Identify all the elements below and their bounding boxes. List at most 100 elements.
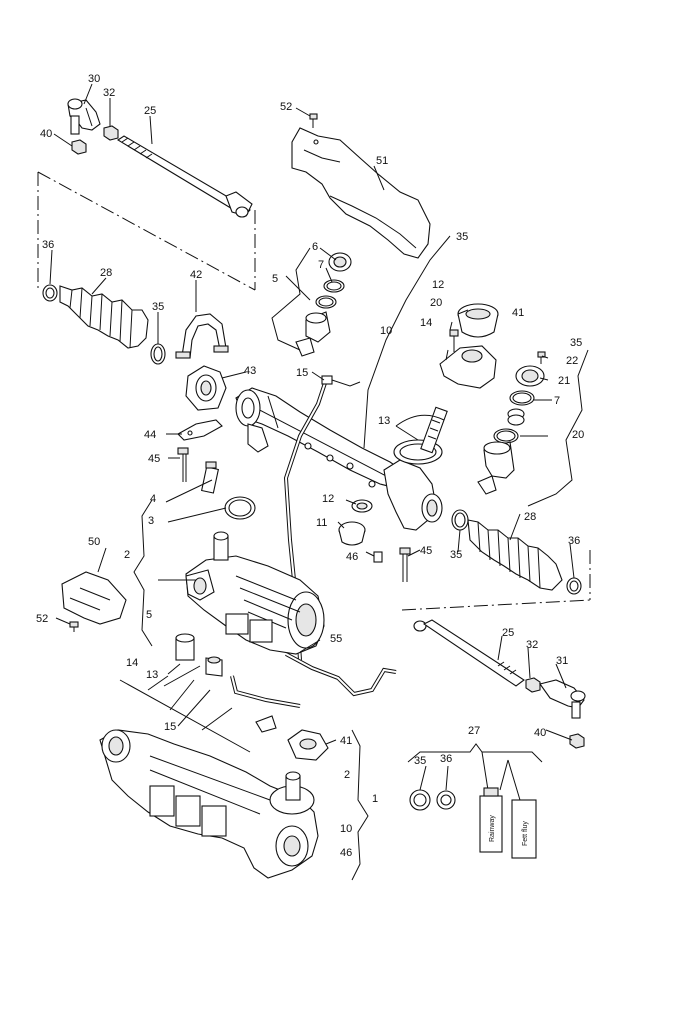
callout-35-kit: 35 [414, 755, 426, 767]
bolt-45-left-icon [177, 447, 189, 482]
callout-1: 1 [372, 793, 378, 805]
callout-28: 28 [100, 267, 112, 279]
callout-25-right: 25 [502, 627, 514, 639]
clamp-35-left-icon [150, 343, 166, 365]
callout-7-right: 7 [554, 395, 560, 407]
callout-3: 3 [148, 515, 154, 527]
cap-6-icon [328, 252, 352, 272]
ring-21-icon [515, 365, 545, 387]
bracket-line-14-15 [119, 675, 251, 753]
callout-41: 41 [512, 307, 524, 319]
callout-46: 46 [346, 551, 358, 563]
callout-31: 31 [556, 655, 568, 667]
callout-36-kit: 36 [440, 753, 452, 765]
bolt-52-bottom-icon [69, 621, 79, 632]
cap-end-left-icon [295, 337, 315, 357]
callout-15-lower: 15 [164, 721, 176, 733]
callout-10-lower: 10 [340, 823, 352, 835]
callout-28-right: 28 [524, 511, 536, 523]
callout-10: 10 [380, 325, 392, 337]
grease-bottle-icon: Fett fluy [511, 799, 537, 859]
bolt-52-top-icon [309, 113, 318, 128]
piston-5-icon [305, 311, 331, 343]
seal-12-icon [351, 499, 373, 513]
callout-36-right: 36 [568, 535, 580, 547]
clamp-36-kit-icon [436, 790, 456, 810]
o-ring-3-icon [224, 496, 256, 520]
dash-dot-line-right [401, 550, 591, 611]
callout-30: 30 [88, 73, 100, 85]
cap-11-icon [338, 521, 366, 546]
grease-tube-icon: Rainway [479, 787, 503, 853]
servo-valve-housing-icon [185, 555, 325, 655]
clip-icon [255, 715, 277, 733]
cap-41-icon [457, 303, 499, 338]
callout-35-left: 35 [152, 301, 164, 313]
heat-shield-icon [291, 127, 431, 259]
callout-45: 45 [148, 453, 160, 465]
cover-50-icon [61, 571, 127, 625]
callout-6: 6 [312, 241, 318, 253]
callout-55: 55 [330, 633, 342, 645]
callout-12: 12 [432, 279, 444, 291]
bellows-boot-left-icon [59, 285, 149, 349]
callout-36: 36 [42, 239, 54, 251]
callout-22: 22 [566, 355, 578, 367]
mount-bracket-43-icon [185, 365, 227, 411]
callout-35: 35 [456, 231, 468, 243]
tie-rod-left-icon [116, 135, 253, 218]
o-ring-7-right-icon [509, 390, 535, 406]
callout-2-lower: 2 [344, 769, 350, 781]
nut-32-right-icon [525, 677, 541, 693]
valve-housing-cover-icon [439, 345, 497, 389]
rack-housing-icon [235, 387, 411, 491]
bellows-boot-right-icon [467, 519, 563, 591]
bracket-2-left [133, 499, 153, 647]
bracket-35-right [527, 349, 589, 507]
pinion-valve-assembly-icon [383, 406, 448, 531]
callout-15: 15 [296, 367, 308, 379]
mounting-clamp-42-icon [175, 313, 229, 359]
callout-14: 14 [420, 317, 432, 329]
callout-12-center: 12 [322, 493, 334, 505]
callout-20-right: 20 [572, 429, 584, 441]
bracket-5-6-7 [271, 247, 311, 351]
callout-51: 51 [376, 155, 388, 167]
callout-40-right: 40 [534, 727, 546, 739]
tie-rod-end-left-icon [67, 98, 101, 135]
bracket-44-icon [177, 419, 223, 441]
callout-2: 2 [124, 549, 130, 561]
callout-44: 44 [144, 429, 156, 441]
nut-46-icon [373, 551, 383, 563]
o-ring-7-left-icon [323, 279, 345, 293]
clamp-35-kit-icon [409, 789, 431, 811]
tie-rod-right-icon [413, 619, 525, 687]
callout-7: 7 [318, 259, 324, 271]
callout-41-lower: 41 [340, 735, 352, 747]
rotor-13-icon [395, 414, 445, 427]
bolt-45-right-icon [399, 547, 411, 582]
callout-20: 20 [430, 297, 442, 309]
callout-42: 42 [190, 269, 202, 281]
callout-11: 11 [316, 517, 327, 529]
callout-32: 32 [103, 87, 115, 99]
screw-22-icon [537, 351, 546, 364]
callout-21: 21 [558, 375, 570, 387]
leader-lines [49, 83, 575, 791]
seal-13-icon [175, 633, 195, 661]
callout-40: 40 [40, 128, 52, 140]
callout-13: 13 [378, 415, 390, 427]
callout-5: 5 [272, 273, 278, 285]
cap-end-icon [477, 475, 497, 495]
nut-32-left-icon [103, 125, 119, 141]
steering-rack-assembly-icon [99, 729, 319, 879]
dash-dot-line-top-left [37, 171, 256, 291]
callout-35-lower: 35 [450, 549, 462, 561]
repair-kit-bracket-icon [407, 743, 543, 801]
callout-13-lower: 13 [146, 669, 158, 681]
cap-41-bottom-icon [287, 729, 329, 761]
valve-piston-icon [483, 441, 515, 479]
callout-52-bottom: 52 [36, 613, 48, 625]
clamp-36-right-icon [566, 577, 582, 595]
